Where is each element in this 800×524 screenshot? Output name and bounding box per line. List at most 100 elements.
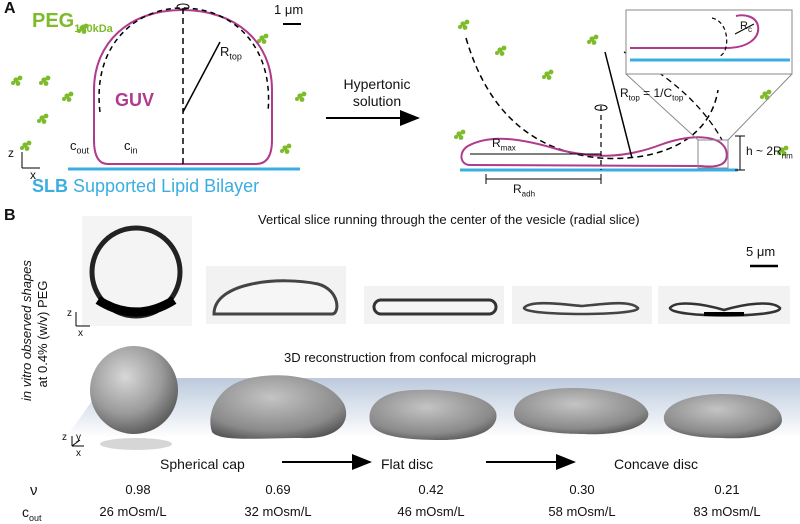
r-top-label: Rtop [220,44,242,62]
peg-molecule [20,140,32,151]
peg-molecule [542,69,554,80]
rotation-icon [176,3,190,10]
side-label: in vitro observed shapes at 0.4% (w/v) P… [19,260,51,401]
axis-z-slices: z [67,308,72,319]
r-max-label: Rmax [492,136,516,152]
c-out-sub: out [76,145,90,156]
axis-z-3d: z [62,432,67,443]
peg-molecule [458,19,470,30]
peg-molecule [760,89,772,100]
axis-y-3d: y [76,432,81,443]
scale-label-a: 1 μm [274,2,304,17]
scale-label-b: 5 μm [746,244,776,259]
c-out-value: 83 mOsm/L [693,504,761,519]
slice-concave-2 [658,286,790,324]
r-top-sub: top [229,51,242,62]
c-in-text: c [124,138,131,153]
slice-cap [206,266,346,324]
peg-molecule [11,75,23,86]
label-flat-disc: Flat disc [381,456,434,472]
label-concave-disc: Concave disc [614,456,699,472]
rmax-r: R [492,136,501,150]
peg-text: PEG [32,10,75,32]
side-label-line-1: in vitro observed shapes [19,260,34,401]
c-in-label: cin [124,138,138,156]
peg-molecule [280,143,292,154]
peg-subscript: 100kDa [74,23,113,35]
axes-icon-slices [75,312,90,327]
c-out-symbol-sub: out [29,512,42,523]
r-adh-dimension [485,174,602,184]
r-top-line-right [604,51,633,159]
c-out-value: 46 mOsm/L [397,504,465,519]
slb-abbrev: SLB [32,176,68,196]
recon-cap [210,375,347,439]
label-spherical-cap: Spherical cap [160,456,245,472]
axis-x-slices: x [78,328,83,339]
side-label-line-2: at 0.4% (w/v) PEG [35,280,50,388]
nu-symbol: ν [30,482,38,499]
peg-molecule [37,113,49,124]
peg-molecule [295,91,307,102]
r-adh-label: Radh [513,182,535,198]
r-top-text: R [220,44,230,59]
shape-progression-arrows [282,454,576,470]
recon-flat [369,389,497,440]
rtop-eq-rest: = 1/C [639,86,673,100]
axes-icon-3d [71,436,84,447]
c-out-value: 32 mOsm/L [244,504,312,519]
c-out-symbol: cout [22,504,42,523]
r-c-label: Rc [740,20,752,34]
nu-value: 0.30 [569,482,595,497]
panel-a-label: A [4,0,16,17]
c-out-label: cout [70,138,89,156]
c-in-sub: in [130,145,138,156]
slb-text: Supported Lipid Bilayer [73,176,260,196]
rim-zoom-inset [625,9,793,75]
radh-sub: adh [521,189,536,199]
c-out-symbol-c: c [22,504,29,520]
rtop-eq-r: R [620,86,629,100]
panel-a-diagram [11,3,793,184]
recon-title: 3D reconstruction from confocal microgra… [284,350,537,365]
peg-molecule [587,34,599,45]
guv-label: GUV [115,90,155,110]
slice-spherical [82,216,192,326]
rc-r: R [740,20,748,32]
rtop-eq-sub2: top [672,93,684,103]
nu-value: 0.21 [714,482,740,497]
slice-concave-1 [512,286,652,324]
rtop-eq-sub: top [628,93,640,103]
peg-molecule [62,91,74,102]
rim-zoom-region [697,139,729,169]
slice-title: Vertical slice running through the cente… [258,212,640,227]
rmax-sub: max [500,143,516,153]
c-out-value: 26 mOsm/L [99,504,167,519]
slb-label: SLB Supported Lipid Bilayer [32,176,259,197]
nu-value: 0.69 [265,482,291,497]
h-equation: h ~ 2Rrim [746,144,793,160]
axis-z-a: z [8,146,14,160]
rc-sub: c [747,25,752,35]
hypertonic-line-2: solution [352,93,402,109]
hypertonic-line-1: Hypertonic [343,76,411,92]
peg-molecule [495,45,507,56]
top-curvature-circle [465,37,719,160]
peg-molecule [257,33,269,44]
concave-membrane [460,136,728,168]
r-top-equation: Rtop = 1/Ctop [620,86,683,102]
c-out-value: 58 mOsm/L [548,504,616,519]
guv-membrane [93,8,273,165]
radh-r: R [513,182,522,196]
axes-icon [21,152,40,169]
recon-concave-1 [514,388,649,435]
h-dimension [735,135,745,171]
r-top-line [182,41,221,113]
nu-value: 0.98 [125,482,151,497]
peg-molecule [454,129,466,140]
recon-concave-2 [663,394,782,439]
hypertonic-label: Hypertonic solution [330,76,424,110]
nu-value: 0.42 [418,482,444,497]
guv-dashed-sphere [98,7,270,113]
h-eq-sub: rim [781,151,793,161]
